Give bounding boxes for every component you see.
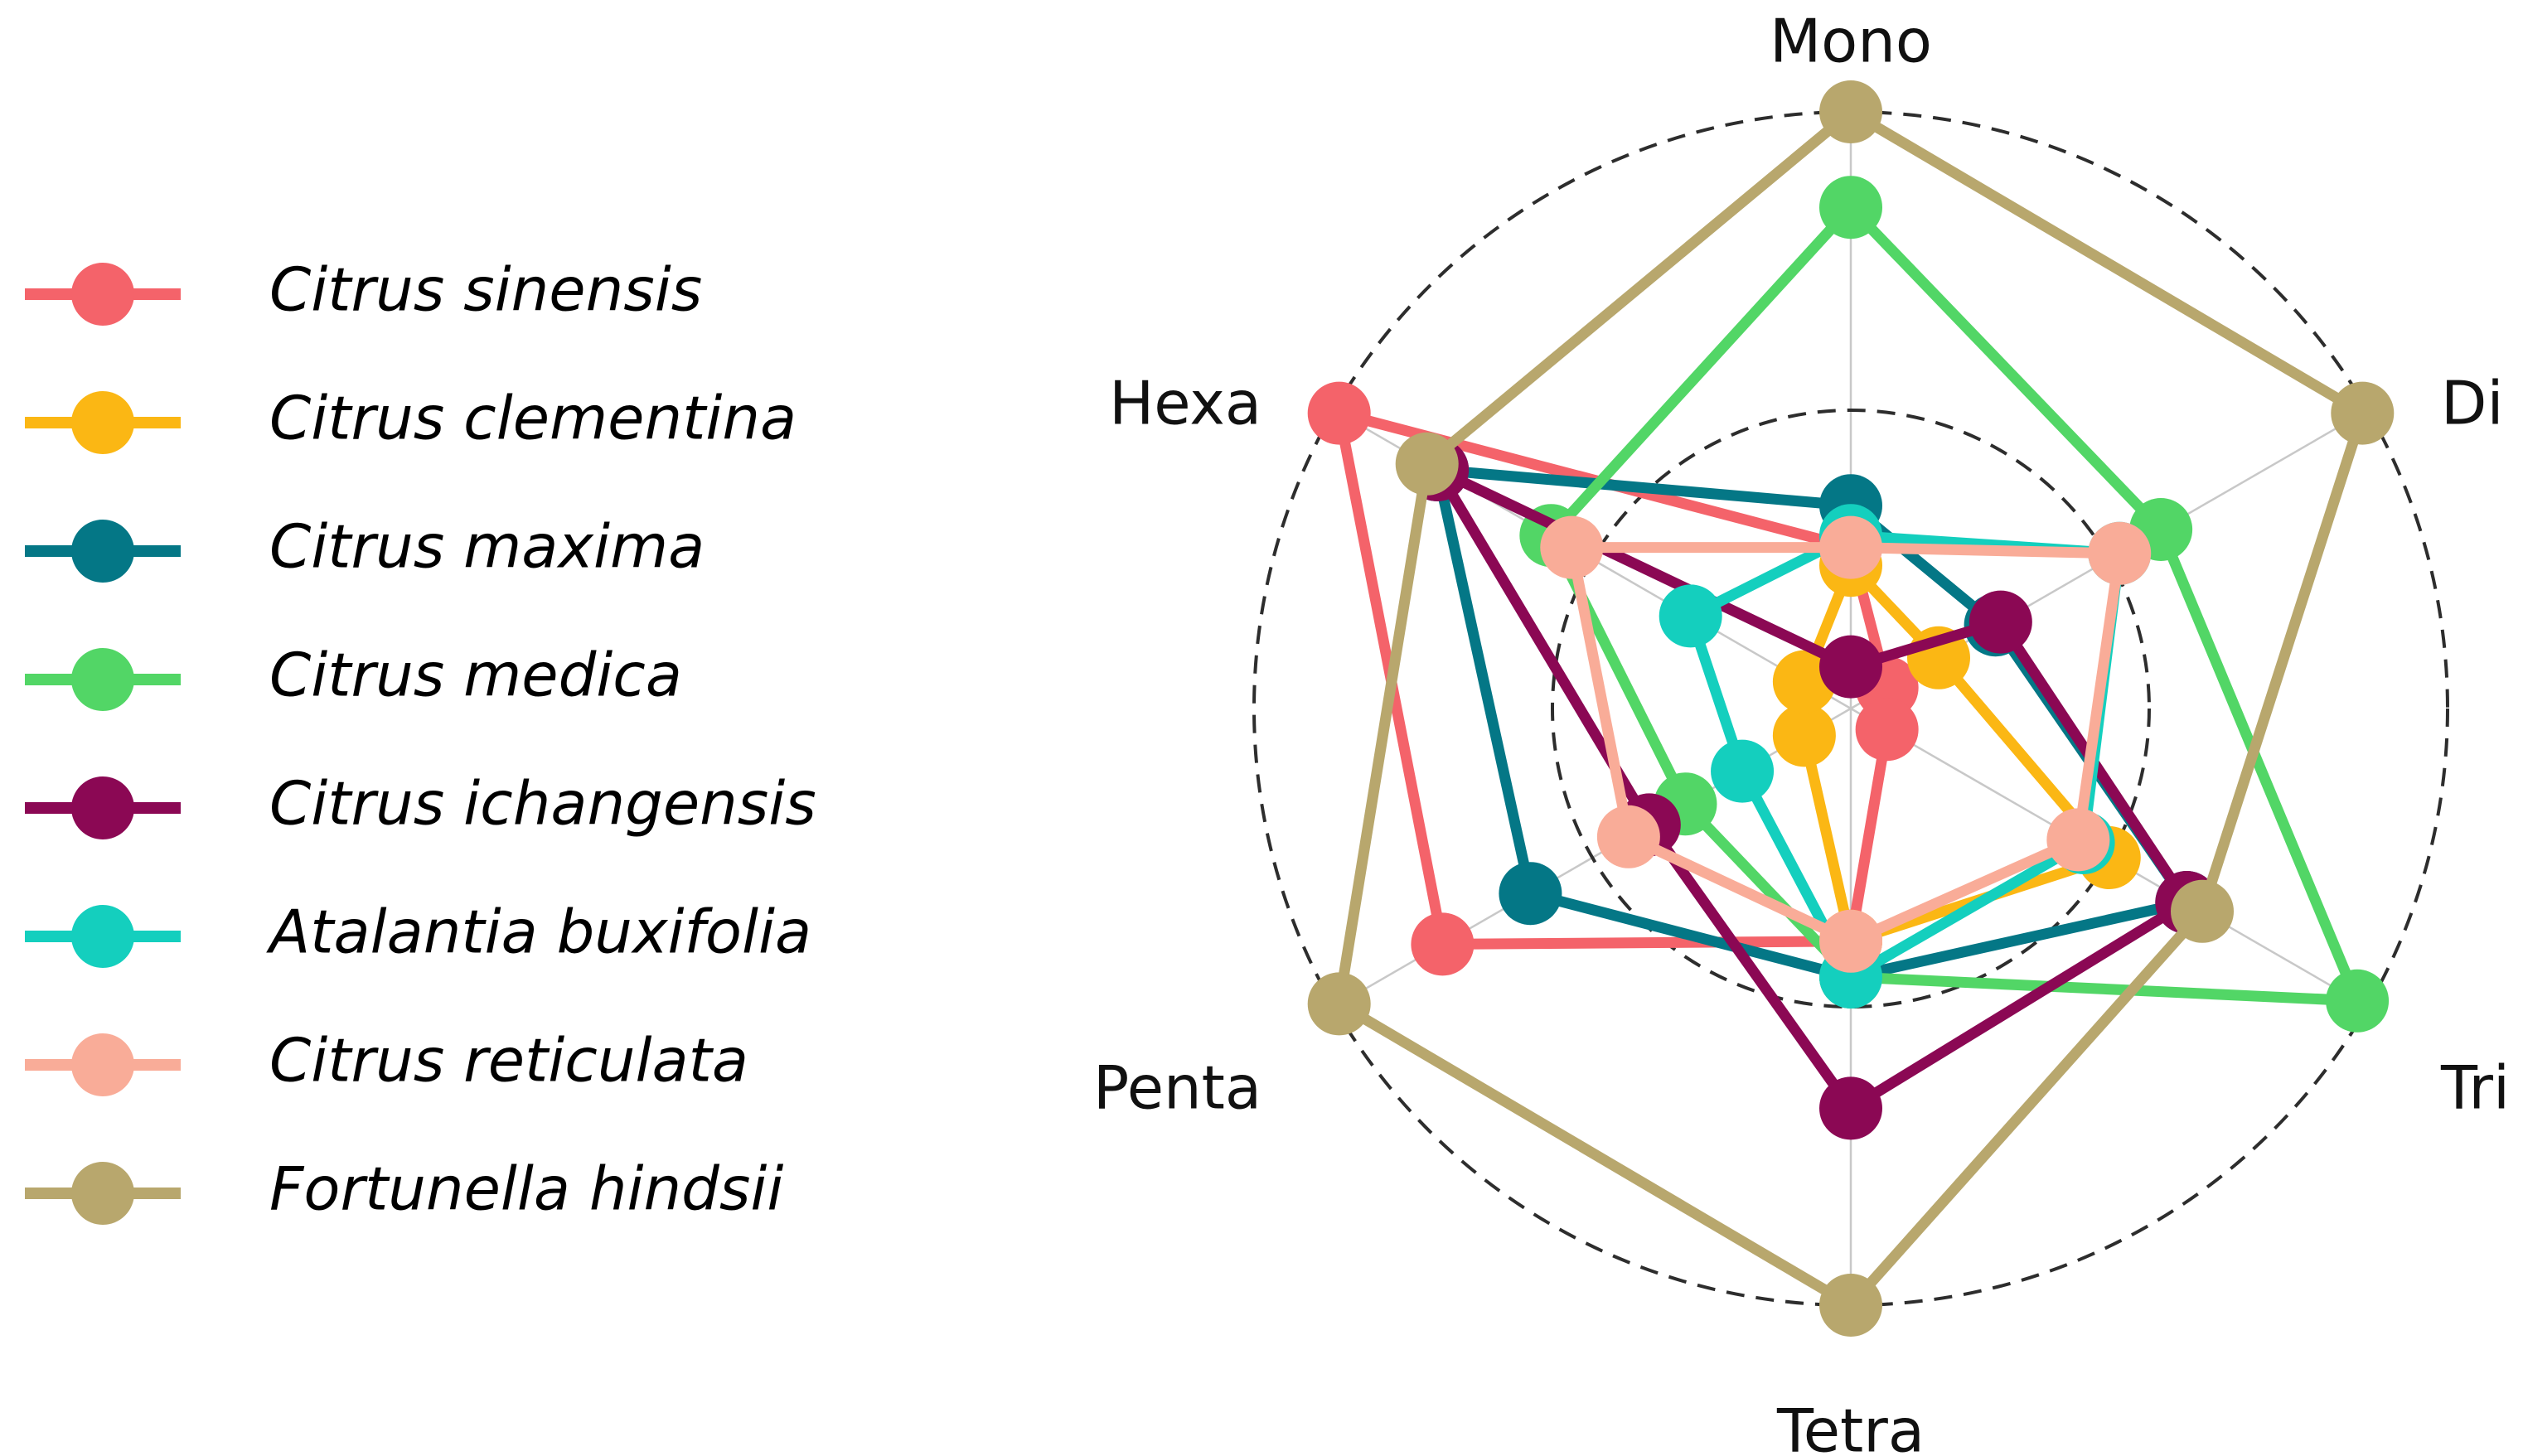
point-citrus-medica-mono <box>1819 176 1882 239</box>
series-layer <box>1307 80 2395 1337</box>
legend-label-citrus-medica: Citrus medica <box>269 641 682 710</box>
series-fortunella-hindsii <box>1307 80 2395 1337</box>
point-citrus-maxima-penta <box>1499 862 1562 926</box>
point-citrus-medica-tri <box>2326 969 2390 1033</box>
point-fortunella-hindsii-penta <box>1307 972 1371 1036</box>
legend-item-citrus-clementina: Citrus clementina <box>25 384 797 454</box>
legend-marker-citrus-ichangensis <box>71 776 134 839</box>
point-citrus-ichangensis-di <box>1969 590 2032 654</box>
legend-item-fortunella-hindsii: Fortunella hindsii <box>25 1154 783 1225</box>
point-atalantia-buxifolia-penta <box>1711 739 1775 803</box>
point-citrus-sinensis-tri <box>1855 698 1919 762</box>
legend-marker-citrus-clementina <box>71 391 134 454</box>
point-citrus-clementina-penta <box>1772 704 1836 767</box>
legend-marker-citrus-sinensis <box>71 263 134 326</box>
point-fortunella-hindsii-di <box>2331 381 2395 445</box>
axis-label-tri: Tri <box>2440 1053 2510 1123</box>
point-fortunella-hindsii-tetra <box>1819 1274 1882 1337</box>
legend-marker-citrus-reticulata <box>71 1033 134 1096</box>
legend-marker-citrus-medica <box>71 648 134 711</box>
reference-ring-1 <box>1551 409 2151 1009</box>
point-citrus-reticulata-tri <box>2046 808 2110 872</box>
legend-label-atalantia-buxifolia: Atalantia buxifolia <box>266 897 811 967</box>
legend-item-atalantia-buxifolia: Atalantia buxifolia <box>25 897 811 968</box>
series-atalantia-buxifolia <box>1659 504 2152 1009</box>
legend-label-citrus-ichangensis: Citrus ichangensis <box>269 769 816 839</box>
legend-label-fortunella-hindsii: Fortunella hindsii <box>269 1154 783 1224</box>
legend-marker-atalantia-buxifolia <box>71 905 134 968</box>
axis-label-tetra: Tetra <box>1776 1396 1925 1456</box>
legend-item-citrus-sinensis: Citrus sinensis <box>25 255 702 326</box>
point-citrus-reticulata-tetra <box>1819 909 1882 973</box>
legend-item-citrus-medica: Citrus medica <box>25 641 682 711</box>
point-citrus-sinensis-hexa <box>1307 381 1371 445</box>
series-citrus-reticulata <box>1540 515 2152 973</box>
point-citrus-reticulata-di <box>2088 521 2152 585</box>
legend-marker-citrus-maxima <box>71 520 134 583</box>
point-citrus-reticulata-penta <box>1596 805 1660 868</box>
point-citrus-ichangensis-mono <box>1819 635 1882 699</box>
point-citrus-reticulata-mono <box>1819 515 1882 579</box>
legend-item-citrus-reticulata: Citrus reticulata <box>25 1026 748 1096</box>
point-citrus-reticulata-hexa <box>1540 515 1604 579</box>
legend-item-citrus-maxima: Citrus maxima <box>25 512 705 583</box>
axis-label-mono: Mono <box>1770 7 1932 76</box>
axis-label-penta: Penta <box>1093 1053 1262 1123</box>
point-fortunella-hindsii-tri <box>2171 879 2235 943</box>
point-citrus-sinensis-penta <box>1411 912 1475 976</box>
point-fortunella-hindsii-hexa <box>1395 432 1459 496</box>
legend-label-citrus-clementina: Citrus clementina <box>269 384 797 453</box>
axis-label-di: Di <box>2441 369 2503 438</box>
legend-marker-fortunella-hindsii <box>71 1162 134 1225</box>
point-citrus-ichangensis-tetra <box>1819 1076 1882 1140</box>
legend-item-citrus-ichangensis: Citrus ichangensis <box>25 769 816 839</box>
point-fortunella-hindsii-mono <box>1819 80 1882 143</box>
axis-label-hexa: Hexa <box>1109 369 1262 438</box>
point-atalantia-buxifolia-hexa <box>1659 584 1722 648</box>
legend-label-citrus-maxima: Citrus maxima <box>269 512 705 582</box>
legend-label-citrus-sinensis: Citrus sinensis <box>269 255 702 325</box>
legend-label-citrus-reticulata: Citrus reticulata <box>269 1026 748 1096</box>
